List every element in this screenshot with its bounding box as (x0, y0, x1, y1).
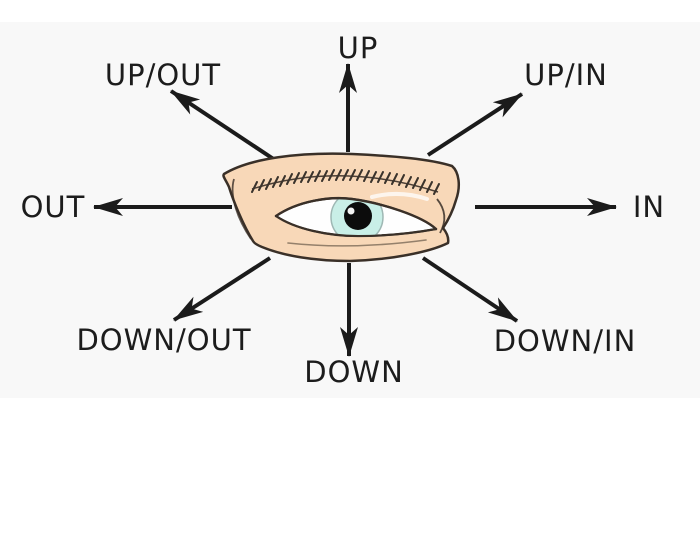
lower-lid-line (275, 215, 437, 238)
arrow-down-in-line (421, 256, 519, 323)
upper-lid-line (274, 196, 438, 231)
arrow-up-out-line (169, 89, 277, 162)
label-down-in: DOWN/IN (494, 324, 637, 358)
arrow-down-out-line (172, 256, 272, 322)
arrow-up-out (169, 89, 277, 162)
label-down-out: DOWN/OUT (76, 323, 251, 357)
label-down: DOWN (304, 355, 404, 389)
arrow-up-in-line (426, 92, 524, 157)
label-out: OUT (21, 190, 86, 224)
label-up: UP (338, 31, 379, 65)
direction-labels: UP UP/OUT UP/IN OUT IN DOWN/OUT DOWN DOW… (21, 31, 665, 389)
arrow-down-in (421, 256, 519, 323)
label-up-in: UP/IN (524, 58, 608, 92)
label-up-out: UP/OUT (105, 58, 221, 92)
right-fold-crease (436, 198, 446, 234)
arrow-down-out (172, 256, 272, 322)
arrow-up-in (426, 92, 524, 157)
pupil (344, 202, 372, 230)
label-in: IN (633, 190, 665, 224)
eye-illustration (222, 152, 461, 263)
skin-highlight (370, 192, 429, 201)
under-eye-crease (287, 239, 427, 247)
arrows (93, 63, 617, 357)
eyebrow-hatching (251, 169, 440, 195)
iris-group (330, 198, 384, 236)
left-edge-crease (231, 178, 252, 240)
pupil-highlight (347, 207, 355, 215)
